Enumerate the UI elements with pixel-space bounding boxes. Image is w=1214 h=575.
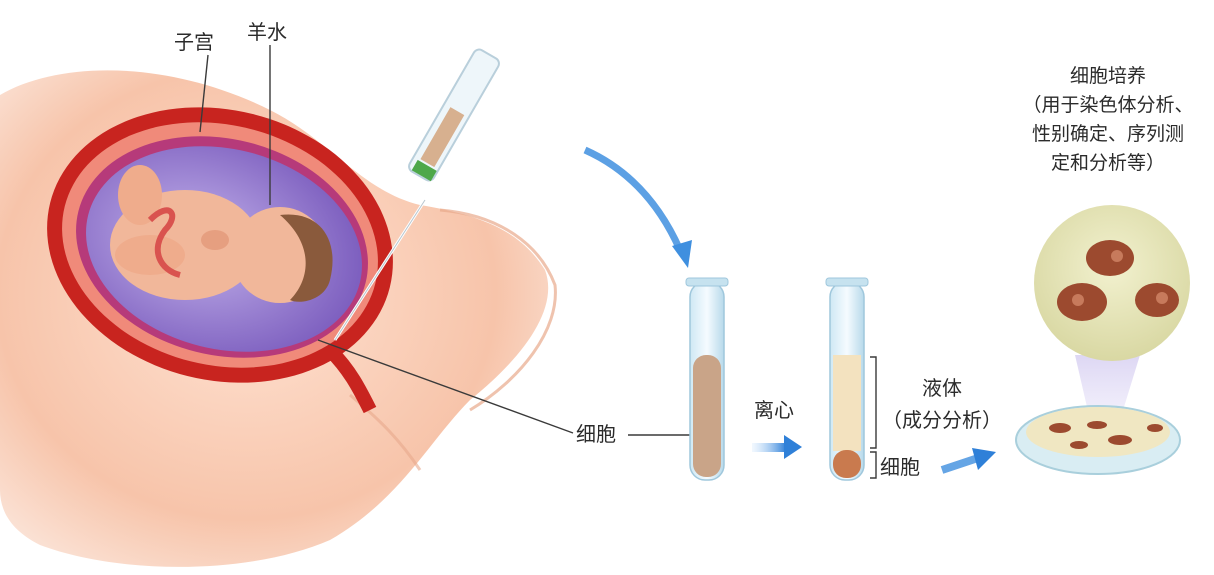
cells-label-left: 细胞 [576, 422, 616, 446]
uterus-label: 子宫 [174, 30, 214, 54]
centrifuge-label: 离心 [754, 398, 794, 422]
magnified-culture-view [1034, 205, 1190, 361]
culture-title: 细胞培养 [1006, 62, 1210, 91]
culture-note-line: （用于染色体分析、 [1006, 91, 1210, 120]
liquid-note: （成分分析） [872, 404, 1012, 436]
petri-dish [1016, 406, 1180, 474]
amniotic-fluid-label: 羊水 [247, 20, 287, 44]
cells-bracket [870, 452, 876, 478]
tube-cell-suspension [686, 278, 728, 480]
liquid-label: 液体 [872, 372, 1012, 404]
culture-label-group: 细胞培养 （用于染色体分析、 性别确定、序列测 定和分析等） [1006, 62, 1210, 178]
centrifuge-arrow [752, 435, 802, 459]
culture-note-line: 性别确定、序列测 [1006, 120, 1210, 149]
curved-arrow [585, 150, 692, 268]
to-dish-arrow [942, 448, 996, 470]
culture-note-line: 定和分析等） [1006, 149, 1210, 178]
cells-label-right: 细胞 [880, 455, 920, 479]
tube-centrifuged [826, 278, 868, 480]
liquid-label-group: 液体 （成分分析） [872, 372, 1012, 436]
